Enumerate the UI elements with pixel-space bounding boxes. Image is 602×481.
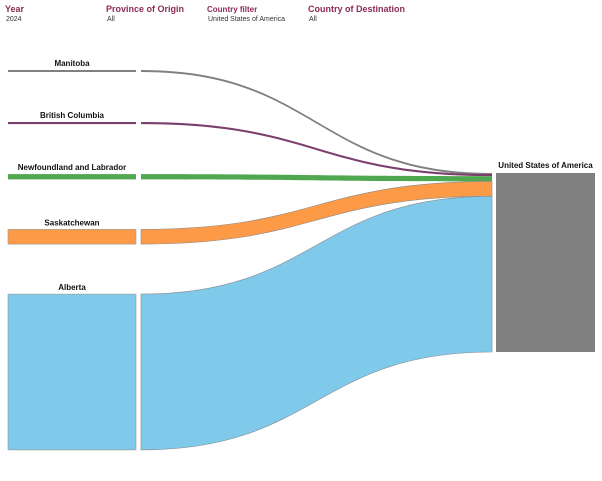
label-british-columbia: British Columbia <box>40 111 105 120</box>
sankey-labels: United States of America ManitobaBritish … <box>18 59 593 292</box>
destination-filter-label: Country of Destination <box>308 4 405 14</box>
link-newfoundland-and-labrador[interactable] <box>141 174 492 182</box>
year-filter[interactable]: Year 2024 <box>5 4 25 24</box>
destination-filter[interactable]: Country of Destination All <box>308 4 405 24</box>
label-saskatchewan: Saskatchewan <box>44 218 99 227</box>
label-alberta: Alberta <box>58 283 86 292</box>
label-manitoba: Manitoba <box>54 59 90 68</box>
node-british-columbia[interactable] <box>8 122 136 125</box>
link-british-columbia[interactable] <box>141 122 492 177</box>
node-alberta[interactable] <box>7 293 137 451</box>
link-manitoba[interactable] <box>141 70 492 175</box>
node-united-states-of-america[interactable] <box>496 173 595 352</box>
province-origin-filter-value[interactable]: All <box>107 16 115 23</box>
province-origin-filter-label: Province of Origin <box>106 4 185 14</box>
node-newfoundland-and-labrador[interactable] <box>8 174 136 180</box>
sankey-links <box>140 70 493 451</box>
label-united-states-of-america: United States of America <box>498 161 593 170</box>
sankey-nodes <box>7 70 595 451</box>
year-filter-value[interactable]: 2024 <box>6 16 22 23</box>
label-newfoundland-and-labrador: Newfoundland and Labrador <box>18 163 126 172</box>
country-filter-value[interactable]: United States of America <box>208 16 286 23</box>
filter-bar: Year 2024 Province of Origin All Country… <box>0 0 602 30</box>
destination-filter-value[interactable]: All <box>309 16 317 23</box>
node-saskatchewan[interactable] <box>7 229 137 245</box>
year-filter-label: Year <box>5 4 25 14</box>
country-filter-label: Country filter <box>207 5 258 14</box>
node-manitoba[interactable] <box>8 70 136 72</box>
link-alberta[interactable] <box>140 195 493 451</box>
country-filter[interactable]: Country filter United States of America <box>207 5 286 24</box>
province-origin-filter[interactable]: Province of Origin All <box>106 4 185 24</box>
